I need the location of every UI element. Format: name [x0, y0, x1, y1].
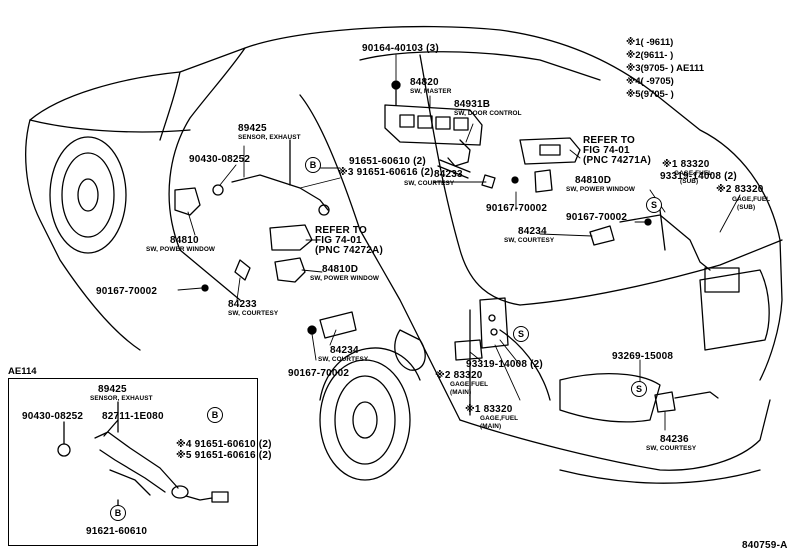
car-body: [25, 25, 783, 484]
refer-74271a-line2: FIG 74-01: [583, 145, 630, 156]
refer-74271a-line1: REFER TO: [583, 135, 635, 146]
part-89425-name: SENSOR, EXHAUST: [238, 134, 301, 141]
fuel-gauge-sub: [619, 209, 740, 293]
part-84234-rear-number: 84234: [518, 226, 547, 237]
callout-s-trunk: S: [631, 381, 647, 397]
part-84810d-front-number: 84810D: [575, 175, 612, 186]
inset-callout-b-upper: B: [207, 407, 223, 423]
part-93319-lower-number: 93319-14008 (2): [466, 359, 543, 370]
part-90430-number: 90430-08252: [189, 154, 251, 165]
part-84810d-rear-name: SW, POWER WINDOW: [310, 275, 380, 282]
inset-callout-b-lower: B: [110, 505, 126, 521]
refer-74272a-line2: FIG 74-01: [315, 235, 362, 246]
inset-title: AE114: [8, 366, 37, 377]
part-83320-sub-1-name: GAGE,FUEL: [674, 170, 713, 177]
legend: ※1( -9611) ※2(9611- ) ※3(9705- ) AE111 ※…: [614, 34, 780, 100]
front-wheel: [49, 136, 127, 254]
refer-74271a-line3: (PNC 74271A): [583, 155, 651, 166]
part-83320-sub-2-number: ※2 83320: [716, 184, 764, 195]
door-control-switch: [437, 139, 471, 179]
inset-part-82711-number: 82711-1E080: [102, 411, 164, 422]
front-power-window-switch: [519, 137, 581, 193]
part-84233-rear-name: SW, COURTESY: [404, 180, 455, 187]
callout-s-fuel-sub: S: [646, 197, 662, 213]
exhaust-sensor: [212, 139, 330, 216]
part-84810d-front-name: SW, POWER WINDOW: [566, 186, 636, 193]
part-84820-number: 84820: [410, 77, 439, 88]
part-83320-main-1-number: ※1 83320: [465, 404, 513, 415]
part-83320-sub-2-variant: (SUB): [737, 204, 756, 211]
legend-item-3: ※3(9705- ) AE111: [626, 63, 705, 74]
inset-part-89425-number: 89425: [98, 384, 127, 395]
part-84233-front-number: 84233: [228, 299, 257, 310]
part-84810-name: SW, POWER WINDOW: [146, 246, 216, 253]
part-84236-name: SW, COURTESY: [646, 445, 697, 452]
part-83320-sub-1-number: ※1 83320: [662, 159, 710, 170]
part-90167-front-number: 90167-70002: [96, 286, 158, 297]
part-83320-main-2-number: ※2 83320: [435, 370, 483, 381]
part-84234-rear-name: SW, COURTESY: [504, 237, 555, 244]
part-93319-upper-number: 93319-14008 (2): [660, 171, 737, 182]
part-84236-number: 84236: [660, 434, 689, 445]
part-90164-number: 90164-40103 (3): [362, 43, 439, 54]
part-84810-number: 84810: [170, 235, 199, 246]
inset-part-91651-60610-number: ※4 91651-60610 (2): [176, 439, 272, 450]
part-84820-name: SW, MASTER: [410, 88, 452, 95]
refer-74272a-line1: REFER TO: [315, 225, 367, 236]
part-83320-main-1-name: GAGE,FUEL: [480, 415, 519, 422]
part-83320-sub-2-name: GAGE,FUEL: [732, 196, 771, 203]
legend-item-2: ※2(9611- ): [626, 50, 674, 61]
part-84931b-number: 84931B: [454, 99, 491, 110]
figure-id: 840759-A: [742, 540, 788, 551]
courtesy-switches: [201, 174, 652, 339]
part-84234-front-number: 84234: [330, 345, 359, 356]
inset-part-90430-number: 90430-08252: [22, 411, 84, 422]
inset-frame: [8, 378, 258, 546]
part-84931b-name: SW, DOOR CONTROL: [454, 110, 522, 117]
part-89425-number: 89425: [238, 123, 267, 134]
refer-74272a-line3: (PNC 74272A): [315, 245, 383, 256]
part-84234-front-name: SW, COURTESY: [318, 356, 369, 363]
part-93269-number: 93269-15008: [612, 351, 674, 362]
inset-part-91651-60616-number: ※5 91651-60616 (2): [176, 450, 272, 461]
part-83320-main-1-variant: (MAIN): [480, 423, 502, 430]
part-84233-rear-number: 84233: [434, 169, 463, 180]
inset-exhaust-sensor: [57, 401, 229, 511]
part-90167-rear-number: 90167-70002: [566, 212, 628, 223]
rear-power-window-switch: [174, 187, 313, 283]
part-83320-main-2-name: GAGE,FUEL: [450, 381, 489, 388]
part-83320-sub-1-variant: (SUB): [680, 178, 699, 185]
trunk-courtesy-switch: [654, 391, 719, 413]
master-switch: [384, 80, 483, 146]
part-91651-60616-number: ※3 91651-60616 (2): [338, 167, 434, 178]
legend-item-1: ※1( -9611): [626, 37, 674, 48]
part-84810d-rear-number: 84810D: [322, 264, 359, 275]
part-83320-main-2-variant: (MAIN): [450, 389, 472, 396]
callout-b-main: B: [305, 157, 321, 173]
part-91651-60610-number: 91651-60610 (2): [349, 156, 426, 167]
legend-item-4: ※4( -9705): [626, 76, 674, 87]
part-84233-front-name: SW, COURTESY: [228, 310, 279, 317]
fuel-gauge-main: [454, 297, 509, 361]
rear-wheel: [319, 347, 421, 481]
part-90167-pillar-number: 90167-70002: [288, 368, 350, 379]
legend-item-5: ※5(9705- ): [626, 89, 674, 100]
leader-lines: [177, 54, 741, 431]
inset-part-89425-name: SENSOR, EXHAUST: [90, 395, 153, 402]
inset-part-91621-number: 91621-60610: [86, 526, 148, 537]
part-90167-door-number: 90167-70002: [486, 203, 548, 214]
callout-s-fuel-main: S: [513, 326, 529, 342]
